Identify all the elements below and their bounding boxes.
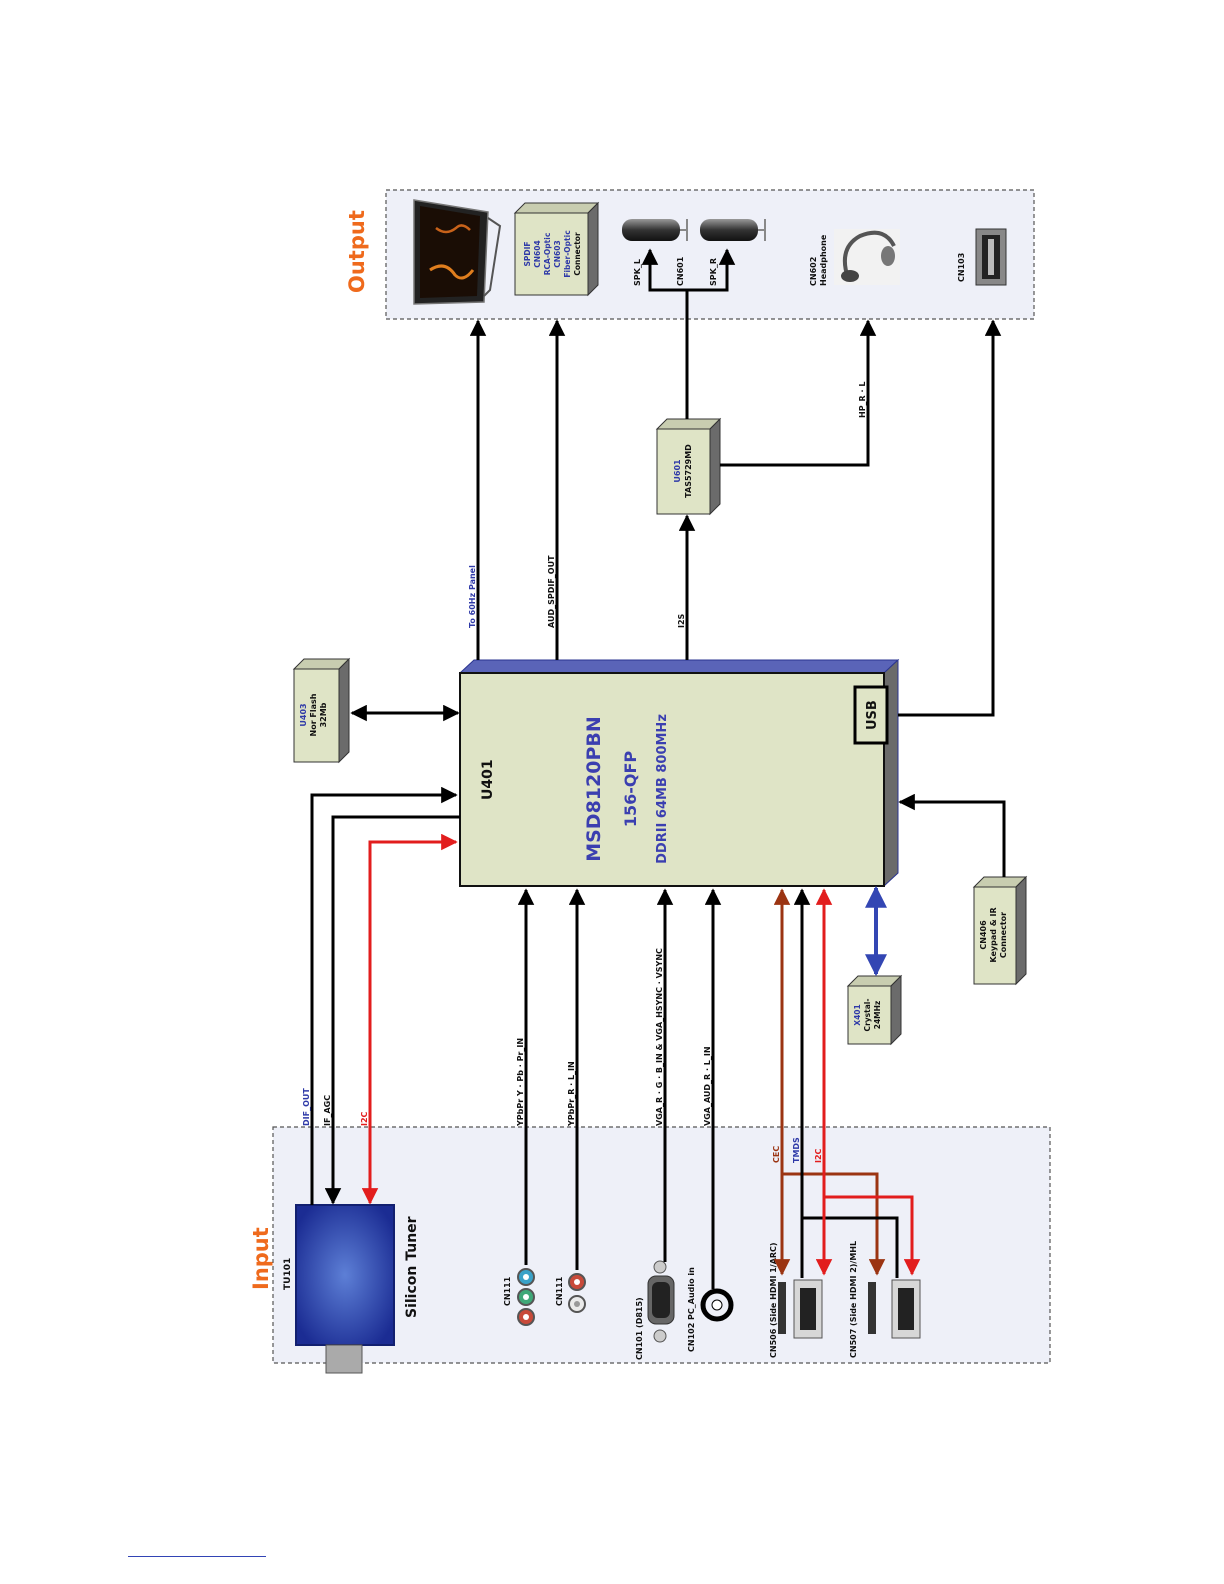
- hdmi2-connector-image: [868, 1279, 921, 1339]
- vga-connector-image: [647, 1260, 675, 1343]
- spdif-line5: Fiber-Optic: [563, 230, 572, 277]
- crystal-line2: 24MHz: [873, 1001, 882, 1030]
- speaker-left-image: [622, 219, 688, 241]
- keypad-block: CN406 Keypad & IR Connector: [972, 875, 1028, 986]
- ypbpr-audio-ref: CN111: [555, 1276, 564, 1306]
- label-dif-out: DIF_OUT: [302, 1088, 311, 1126]
- label-hdmi-i2c: I2C: [814, 1148, 823, 1163]
- label-hp: HP_R · L: [858, 382, 867, 418]
- soc-ref: U401: [480, 759, 496, 800]
- hdmi1-ref: CN506 (Side HDMI 1/ARC): [769, 1242, 778, 1358]
- ypbpr-video-ref: CN111: [503, 1276, 512, 1306]
- usb-connector-image: [975, 228, 1007, 286]
- label-tuner-i2c: I2C: [360, 1111, 369, 1126]
- spdif-line1: SPDIF: [523, 241, 532, 266]
- spdif-connector-block: SPDIF CN604 RCA-Optic CN603 Fiber-Optic …: [513, 201, 600, 297]
- soc-name: MSD8120PBN: [583, 716, 605, 862]
- vga-conn-ref: CN101 (D815): [635, 1297, 644, 1360]
- footnote-rule: [128, 1556, 266, 1557]
- soc-memory: DDRII 64MB 800MHz: [655, 714, 670, 864]
- ypbpr-video-connector: [517, 1268, 535, 1326]
- input-title: Input: [249, 1227, 273, 1290]
- label-ypbpr-video: YPbPr Y · Pb · Pr_IN: [516, 1038, 525, 1127]
- if-agc-line: [324, 815, 460, 1205]
- spdif-line4: CN603: [553, 240, 562, 267]
- spdif-line6: Connector: [573, 232, 582, 276]
- label-ypbpr-audio: YPbPr_R · L_IN: [567, 1061, 576, 1127]
- spdif-line2: CN604: [533, 240, 542, 267]
- speaker-right-image: [700, 219, 766, 241]
- label-cec: CEC: [772, 1146, 781, 1163]
- nor-flash-block: U403 Nor Flash 32Mb: [292, 657, 351, 764]
- keypad-line1: Keypad & IR: [989, 907, 998, 962]
- spk-right-line: [687, 248, 736, 292]
- tuner-image: [295, 1204, 395, 1374]
- hdmi1-connector-image: [778, 1279, 823, 1339]
- label-if-agc: IF_AGC: [323, 1095, 332, 1126]
- usb-line: [898, 319, 1002, 717]
- nor-flash-ref: U403: [299, 703, 308, 726]
- output-title: Output: [345, 210, 369, 293]
- headphone-image: [834, 229, 900, 285]
- label-speaker-conn: CN601: [676, 256, 685, 286]
- pc-audio-ref: CN102 PC_Audio in: [687, 1267, 696, 1352]
- soc-package: 156-QFP: [621, 751, 640, 828]
- label-headphone-ref: CN602: [809, 257, 818, 286]
- label-spk-right: SPK_R: [709, 258, 718, 286]
- label-spdif-out: AUD_SPDIF_OUT: [547, 555, 556, 628]
- nor-flash-desc: Nor Flash: [309, 693, 318, 736]
- hp-line: [720, 319, 877, 467]
- tuner-ref: TU101: [283, 1258, 293, 1290]
- spdif-line3: RCA-Optic: [543, 233, 552, 276]
- label-headphone-desc: Headphone: [819, 234, 828, 286]
- dif-out-line: [310, 786, 458, 1205]
- keypad-line: [898, 793, 1006, 877]
- amp-block: U601 TAS5729MD: [655, 417, 722, 516]
- label-spk-left: SPK_L: [633, 259, 642, 286]
- label-vga-audio: VGA_AUD_R · L_IN: [703, 1046, 712, 1126]
- label-i2s: I2S: [677, 613, 686, 628]
- nor-flash-size: 32Mb: [319, 702, 328, 727]
- ypbpr-audio-connector: [568, 1273, 586, 1313]
- tmds-line-hdmi2: [802, 1216, 899, 1278]
- amp-ref: U601: [673, 459, 682, 483]
- crystal-line1: Crystal-: [863, 999, 872, 1032]
- soc-block: USB U401 MSD8120PBN 156-QFP DDRII 64MB 8…: [458, 658, 900, 888]
- crystal-ref: X401: [853, 1004, 862, 1025]
- keypad-ref: CN406: [979, 920, 988, 950]
- amp-desc: TAS5729MD: [684, 444, 693, 498]
- output-section: [385, 189, 1035, 320]
- tuner-name: Silicon Tuner: [404, 1216, 420, 1318]
- hdmi2-ref: CN507 (Side HDMI 2)/MHL: [849, 1241, 858, 1358]
- tv-panel-image: [413, 199, 502, 305]
- soc-usb-label: USB: [865, 700, 880, 730]
- spk-left-line: [641, 248, 689, 419]
- label-panel: To 60Hz Panel: [468, 565, 477, 628]
- label-usb-conn: CN103: [957, 253, 966, 282]
- label-vga-video: VGA_R · G · B_IN & VGA_HSYNC · VSYNC: [655, 948, 664, 1126]
- i2c-line-hdmi2: [824, 1195, 921, 1276]
- tuner-i2c-line: [361, 833, 458, 1205]
- crystal-block: X401 Crystal- 24MHz: [846, 974, 903, 1046]
- keypad-line2: Connector: [999, 912, 1008, 958]
- label-tmds: TMDS: [792, 1137, 801, 1163]
- pc-audio-jack: [700, 1288, 734, 1322]
- cec-line-hdmi2: [782, 1172, 886, 1276]
- soc-usb-port: [853, 685, 889, 745]
